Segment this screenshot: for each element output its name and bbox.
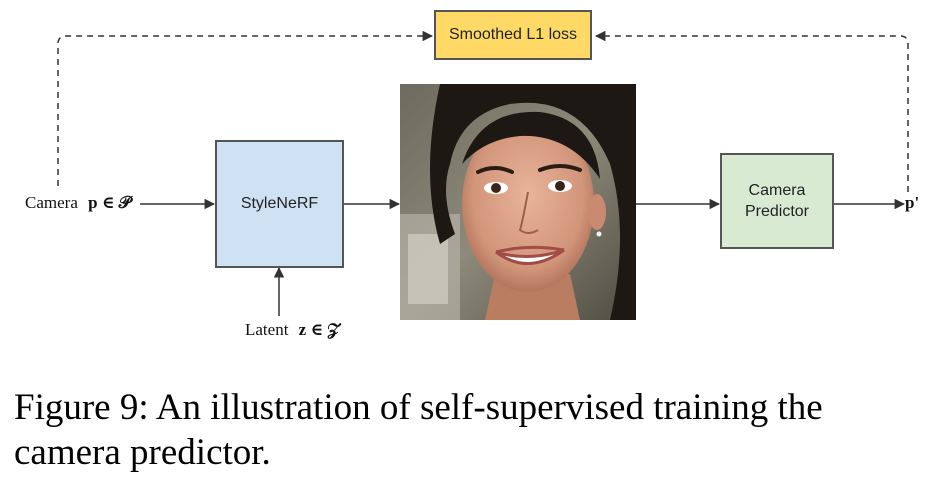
generated-face-image [400, 84, 636, 320]
latent-symbol: z ∈ 𝒵 [298, 320, 341, 339]
loss-label: Smoothed L1 loss [448, 26, 578, 43]
dashed-arrow-output-to-loss [594, 30, 909, 192]
camera-input-label: Camera p ∈ 𝒫 [25, 193, 131, 213]
camera-symbol: p ∈ 𝒫 [88, 193, 131, 212]
latent-text: Latent [245, 320, 289, 339]
stylenerf-label: StyleNeRF [240, 195, 319, 212]
stylenerf-box: StyleNeRF [215, 140, 344, 268]
loss-box: Smoothed L1 loss [434, 10, 592, 60]
camera-predictor-label: Camera Predictor [744, 182, 810, 220]
dashed-arrow-camera-to-loss [57, 30, 434, 186]
latent-input-label: Latent z ∈ 𝒵 [245, 320, 340, 340]
figure-caption: Figure 9: An illustration of self-superv… [14, 387, 823, 473]
output-symbol: p' [905, 193, 920, 212]
camera-text: Camera [25, 193, 78, 212]
camera-predictor-box: Camera Predictor [720, 153, 834, 249]
output-label: p' [905, 193, 919, 213]
